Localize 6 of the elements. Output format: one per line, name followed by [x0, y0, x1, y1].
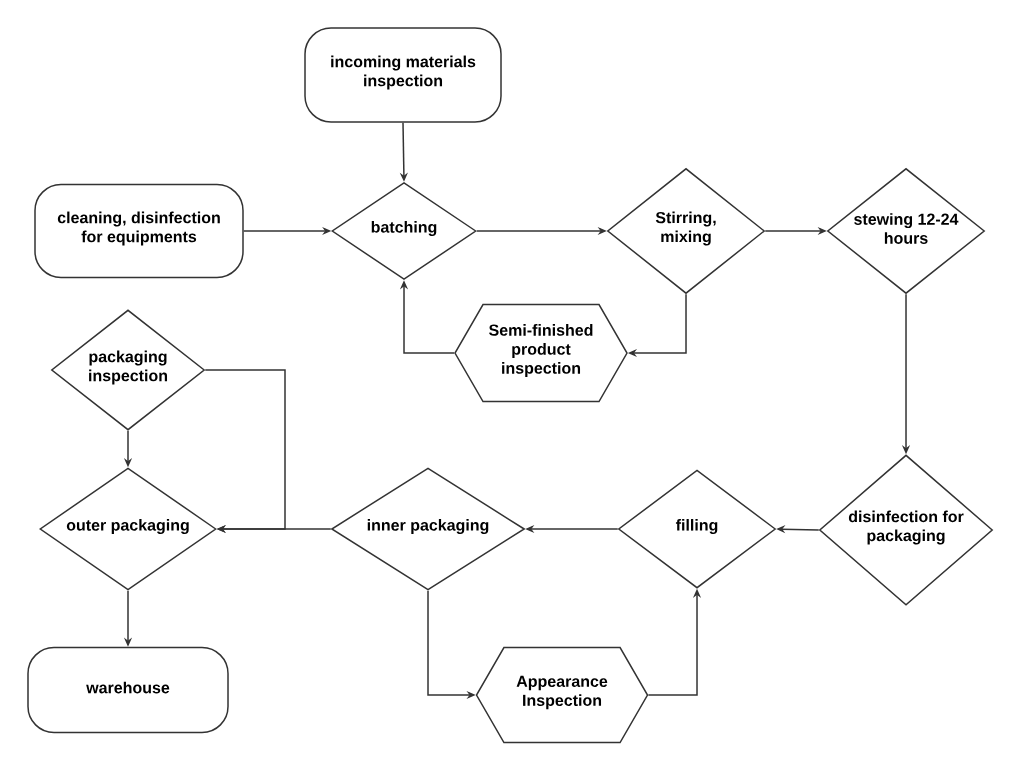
- process-box: warehouse: [27, 646, 229, 734]
- inspection-hexagon: Appearance Inspection: [475, 646, 649, 744]
- process-box: incoming materials inspection: [304, 27, 502, 123]
- arrow: [204, 369, 286, 534]
- inspection-hexagon: Semi-finished product inspection: [454, 303, 628, 403]
- process-box: cleaning, disinfection for equipments: [34, 183, 244, 279]
